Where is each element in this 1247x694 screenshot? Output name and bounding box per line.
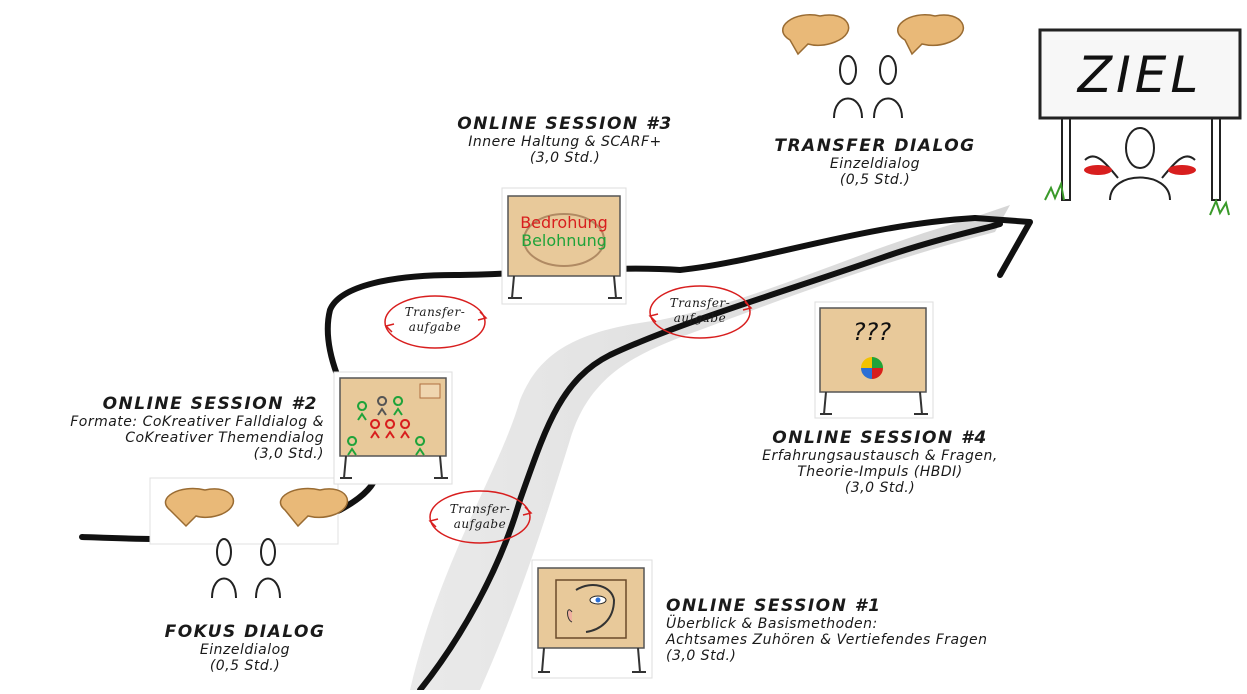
board-session3: Bedrohung Belohnung — [501, 187, 627, 305]
session2-caption: ONLINE SESSION #2 Formate: CoKreativer F… — [4, 394, 324, 462]
session1-caption: ONLINE SESSION #1 Überblick & Basismetho… — [666, 596, 1086, 664]
session2-duration: (3,0 Std.) — [253, 446, 324, 462]
transfer-dialog-duration: (0,5 Std.) — [839, 172, 911, 188]
session3-title: ONLINE SESSION #3 — [457, 114, 673, 134]
session2-line2: CoKreativer Themendialog — [125, 430, 324, 446]
session4-duration: (3,0 Std.) — [844, 480, 916, 496]
fokus-duration: (0,5 Std.) — [209, 658, 281, 674]
board-green-label: Belohnung — [521, 231, 607, 250]
session3-caption: ONLINE SESSION #3 Innere Haltung & SCARF… — [400, 114, 730, 166]
road-shadow — [410, 205, 1010, 690]
transfer-task-line2: aufgabe — [673, 311, 727, 325]
session3-duration: (3,0 Std.) — [529, 150, 601, 166]
session1-line2: Achtsames Zuhören & Vertiefendes Fragen — [666, 632, 988, 648]
transfer-task-label-2: Transfer- aufgabe — [660, 296, 740, 326]
board-session4: ??? — [814, 301, 934, 419]
transfer-dialog-title: TRANSFER DIALOG — [774, 136, 976, 156]
transfer-task-loop-2 — [648, 285, 753, 339]
transfer-dialog-caption: TRANSFER DIALOG Einzeldialog (0,5 Std.) — [770, 136, 980, 188]
session2-line1: Formate: CoKreativer Falldialog & — [70, 414, 324, 430]
goal-sign: ZIEL — [1038, 28, 1242, 216]
transfer-task-line1: Transfer- — [669, 296, 731, 310]
session1-line1: Überblick & Basismethoden: — [666, 616, 878, 632]
transfer-dialog-figures — [782, 14, 964, 119]
transfer-task-line2: aufgabe — [408, 320, 462, 334]
session3-line1: Innere Haltung & SCARF+ — [468, 134, 662, 150]
transfer-task-loop-3 — [428, 490, 533, 544]
session1-duration: (3,0 Std.) — [666, 648, 737, 664]
transfer-task-loop-1 — [384, 295, 488, 349]
transfer-task-line2: aufgabe — [453, 517, 507, 531]
session4-title: ONLINE SESSION #4 — [772, 428, 988, 448]
road-path-lower — [417, 221, 1003, 693]
board-question-marks: ??? — [853, 318, 891, 346]
fokus-sub: Einzeldialog — [199, 642, 291, 658]
transfer-task-line1: Transfer- — [449, 502, 511, 516]
goal-label: ZIEL — [1076, 46, 1202, 104]
transfer-task-label-1: Transfer- aufgabe — [395, 305, 475, 335]
transfer-dialog-sub: Einzeldialog — [829, 156, 921, 172]
fokus-dialog-caption: FOKUS DIALOG Einzeldialog (0,5 Std.) — [160, 622, 330, 674]
board-red-label: Bedrohung — [520, 213, 608, 232]
transfer-task-line1: Transfer- — [404, 305, 466, 319]
board-session2 — [333, 371, 453, 485]
fokus-title: FOKUS DIALOG — [164, 622, 326, 642]
board-session1 — [531, 559, 653, 679]
session1-title: ONLINE SESSION #1 — [666, 596, 882, 616]
session4-caption: ONLINE SESSION #4 Erfahrungsaustausch & … — [725, 428, 1035, 496]
road-arrowhead — [972, 215, 1033, 278]
fokus-dialog-card — [149, 477, 349, 599]
session2-title: ONLINE SESSION #2 — [102, 394, 318, 414]
session4-line2: Theorie-Impuls (HBDI) — [797, 464, 963, 480]
session4-line1: Erfahrungsaustausch & Fragen, — [762, 448, 998, 464]
transfer-task-label-3: Transfer- aufgabe — [440, 502, 520, 532]
